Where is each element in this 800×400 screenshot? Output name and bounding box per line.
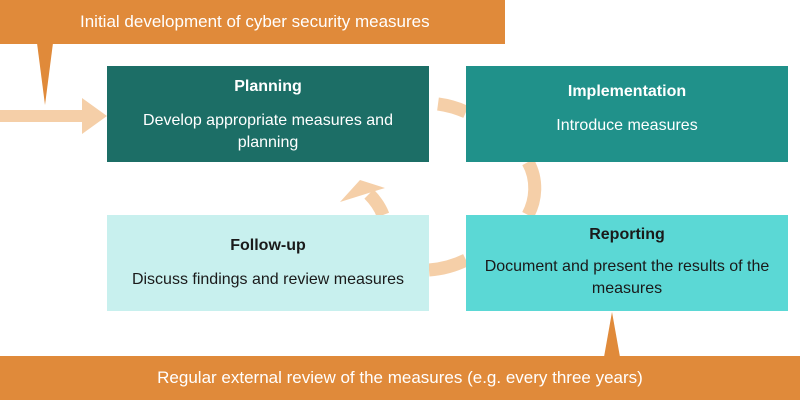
cycle-ring [428,97,542,277]
bottom-banner: Regular external review of the measures … [0,356,800,400]
planning-box: Planning Develop appropriate measures an… [107,66,429,162]
followup-box: Follow-up Discuss findings and review me… [107,215,429,311]
followup-text: Discuss findings and review measures [131,271,405,288]
implementation-box: Implementation Introduce measures [466,66,788,162]
reporting-box: Reporting Document and present the resul… [466,215,788,311]
entry-arrow [0,98,107,134]
reporting-text: Document and present the results of the … [484,258,770,297]
return-arrow [340,180,390,218]
top-banner-callout-pointer [37,43,53,105]
planning-title: Planning [234,78,302,95]
top-banner-text: Initial development of cyber security me… [80,12,430,31]
implementation-title: Implementation [567,83,687,100]
top-banner: Initial development of cyber security me… [0,0,505,44]
bottom-banner-text: Regular external review of the measures … [157,368,643,387]
reporting-title: Reporting [589,226,665,243]
followup-title: Follow-up [230,237,306,254]
bottom-banner-callout-pointer [604,312,620,357]
implementation-text: Introduce measures [556,117,698,134]
planning-text: Develop appropriate measures and plannin… [143,112,393,151]
